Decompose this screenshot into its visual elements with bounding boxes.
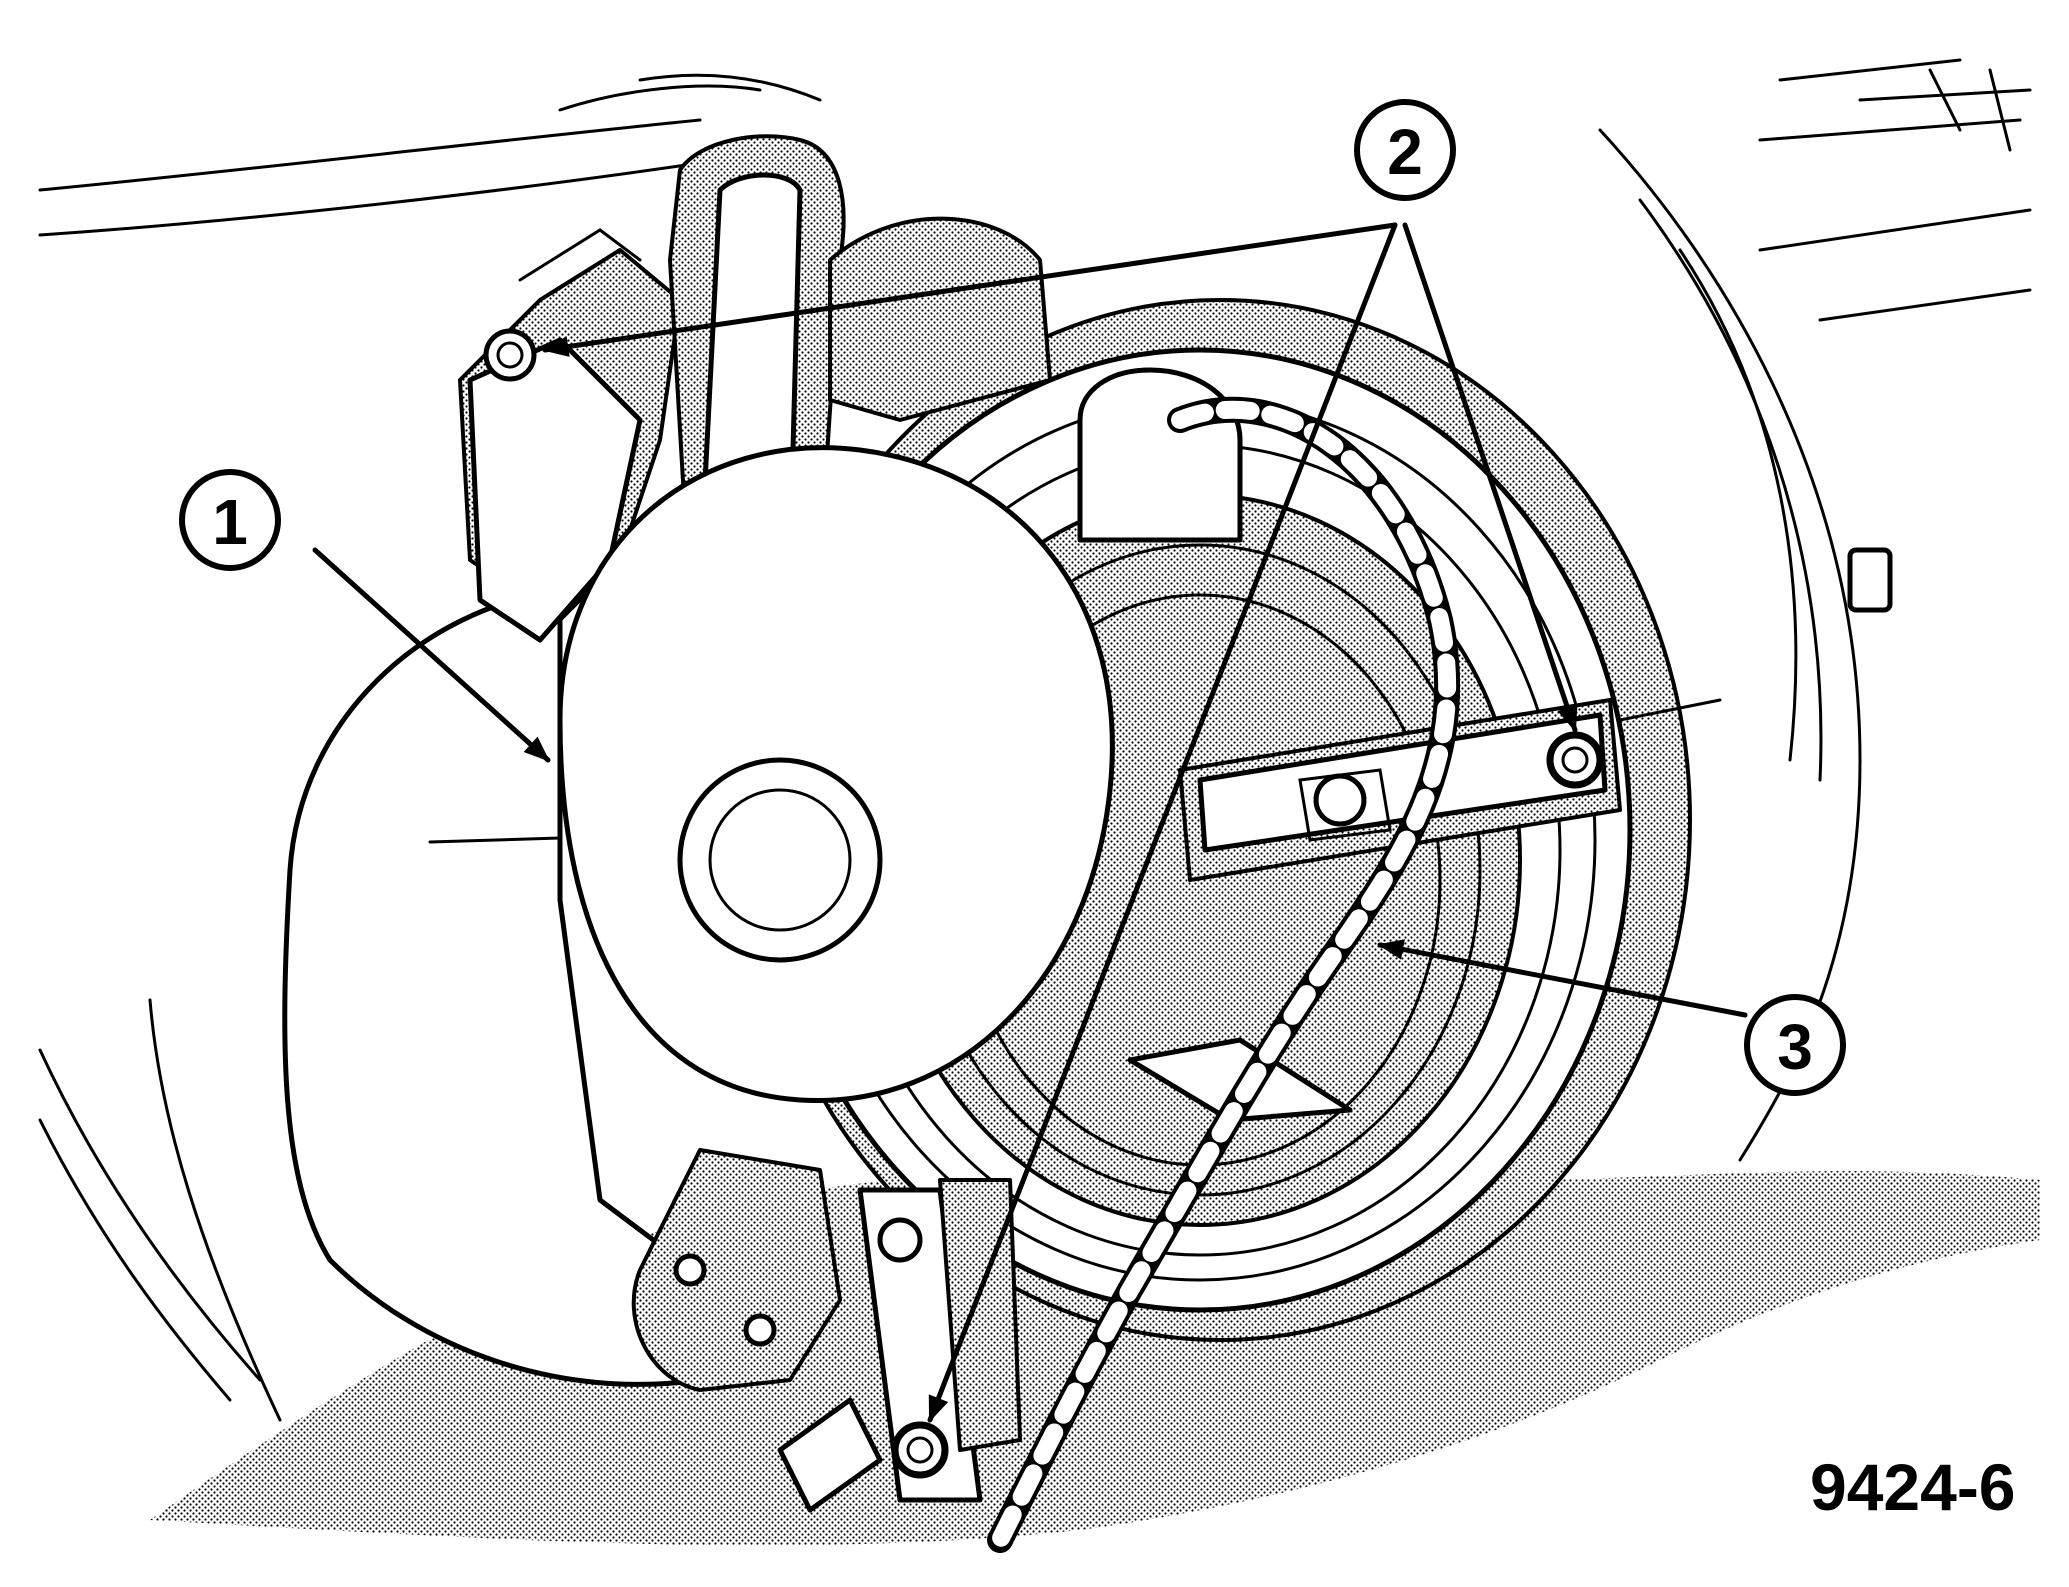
callout-2: 2 <box>1354 99 1456 201</box>
leader-2-right <box>1402 222 1578 733</box>
leader-2-top <box>542 222 1398 357</box>
leader-1 <box>312 547 551 763</box>
lower-strut <box>857 1178 1022 1503</box>
callout-1: 1 <box>179 469 281 571</box>
figure-id: 9424-6 <box>1810 1450 2016 1524</box>
leader-lines <box>312 222 1748 1423</box>
callout-2-label: 2 <box>1387 116 1423 188</box>
mounting-screw-bottom <box>893 1423 947 1477</box>
callout-1-label: 1 <box>212 486 248 558</box>
left-housing-lobe <box>282 587 763 1387</box>
callout-3-label: 3 <box>1777 1011 1813 1083</box>
upper-housing-dome <box>828 216 1052 422</box>
lower-mounting-tab <box>631 1148 842 1392</box>
callout-3: 3 <box>1744 994 1846 1096</box>
blower-motor-body <box>428 445 1115 1104</box>
vent-cap <box>1077 367 1243 543</box>
leader-2-bottom <box>927 222 1398 1423</box>
leader-3 <box>1377 939 1748 1018</box>
connector-clip <box>777 1397 883 1513</box>
mounting-screw-top <box>483 328 537 382</box>
wire-harness-drawing <box>987 396 1461 1553</box>
mounting-screw-right <box>1548 733 1602 787</box>
housing-contours <box>38 58 2032 1422</box>
